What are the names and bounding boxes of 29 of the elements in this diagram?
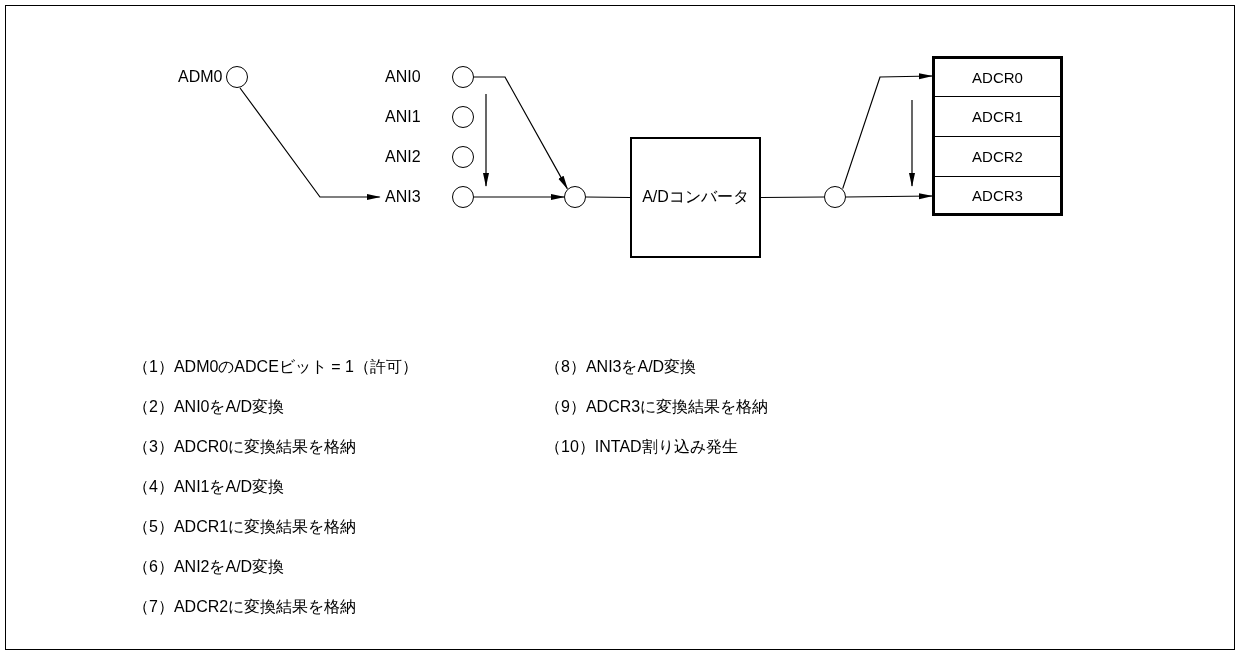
connector-line: [585, 196, 631, 199]
pin-label: ANI2: [385, 148, 421, 166]
note-text: （1）ADM0のADCEビット = 1（許可）: [133, 357, 418, 377]
connector-line: [760, 196, 825, 199]
junction-circle: [564, 186, 586, 208]
register-cell: ADCR3: [932, 176, 1063, 216]
note-text: （2）ANI0をA/D変換: [133, 397, 285, 417]
arrow: [239, 87, 381, 200]
note-text: （3）ADCR0に変換結果を格納: [133, 437, 357, 457]
note-text: （8）ANI3をA/D変換: [545, 357, 697, 377]
register-cell: ADCR0: [932, 56, 1063, 96]
arrow: [473, 76, 568, 190]
pin-label: ANI1: [385, 108, 421, 126]
note-text: （10）INTAD割り込み発生: [545, 437, 738, 457]
pin-label: ANI3: [385, 188, 421, 206]
arrow: [842, 73, 933, 190]
arrow: [845, 193, 933, 200]
register-cell: ADCR2: [932, 136, 1063, 176]
note-text: （5）ADCR1に変換結果を格納: [133, 517, 357, 537]
arrow: [473, 194, 565, 200]
converter-box: A/Dコンバータ: [630, 137, 761, 258]
register-cell: ADCR1: [932, 96, 1063, 136]
note-text: （6）ANI2をA/D変換: [133, 557, 285, 577]
note-text: （9）ADCR3に変換結果を格納: [545, 397, 769, 417]
pin-label: ADM0: [178, 68, 223, 86]
note-text: （4）ANI1をA/D変換: [133, 477, 285, 497]
junction-circle: [824, 186, 846, 208]
pin-label: ANI0: [385, 68, 421, 86]
note-text: （7）ADCR2に変換結果を格納: [133, 597, 357, 617]
